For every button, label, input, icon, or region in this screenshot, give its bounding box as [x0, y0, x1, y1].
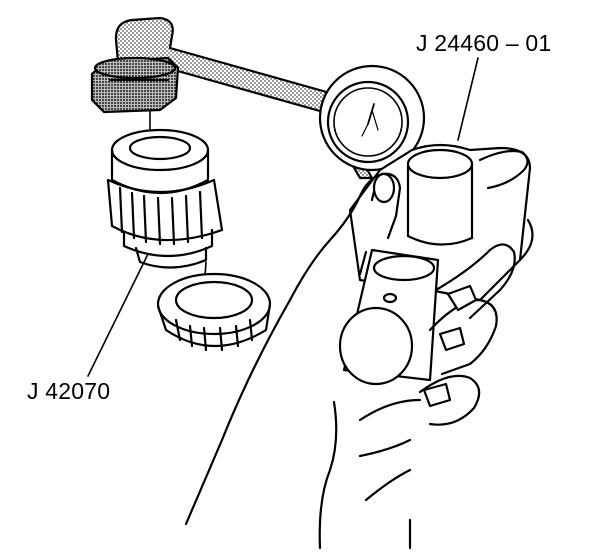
pressure-gauge [318, 64, 426, 172]
callout-tester-label: J 24460 – 01 [416, 30, 552, 56]
tester-pump [338, 143, 532, 386]
leader-adapter [87, 253, 149, 377]
sealing-ring [156, 272, 272, 352]
callout-adapter-label: J 42070 [27, 378, 111, 404]
leader-tester [457, 57, 479, 141]
hand [184, 149, 534, 550]
adapter-cylinder [106, 128, 224, 269]
cap-adapter [90, 56, 180, 114]
